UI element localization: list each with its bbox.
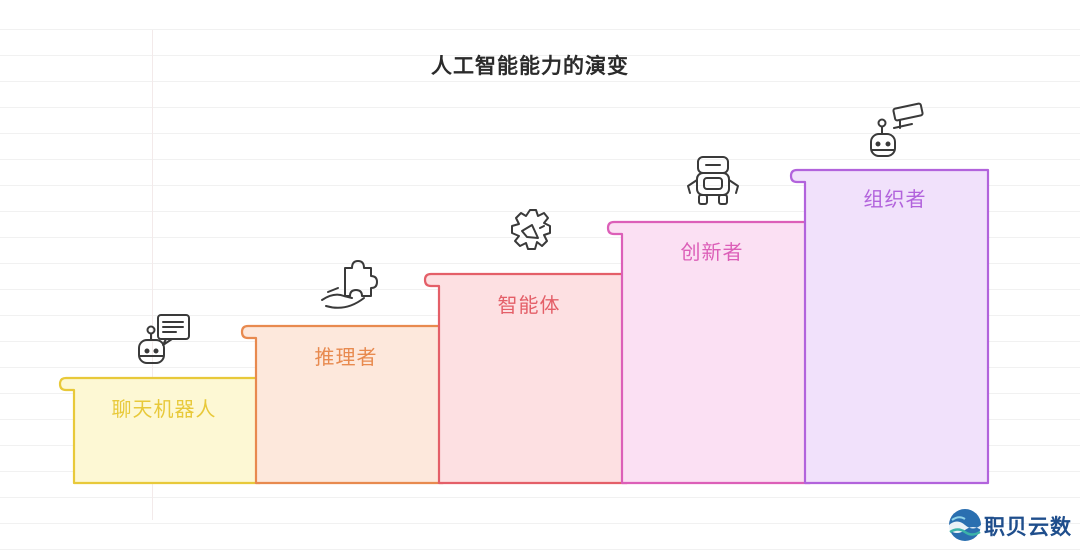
diagram-title: 人工智能能力的演变 [431, 54, 629, 78]
robot-cctv-camera-icon [870, 102, 924, 157]
watermark-text: 职贝云数 [984, 515, 1072, 539]
watermark: 职贝云数 [948, 506, 1076, 546]
hand-puzzle-piece-icon [321, 260, 378, 309]
step-block-reasoner [240, 324, 445, 485]
step-label-innovator: 创新者 [680, 240, 744, 264]
step-label-chatbot: 聊天机器人 [111, 397, 217, 421]
step-label-agent: 智能体 [497, 293, 561, 317]
step-block-chatbot [58, 376, 262, 485]
step-block-organizer [789, 168, 990, 485]
step-label-organizer: 组织者 [863, 187, 927, 211]
step-label-reasoner: 推理者 [314, 345, 378, 369]
step-block-agent [423, 272, 629, 485]
robot-icon [687, 156, 739, 205]
chatbot-speech-bubble-icon [138, 314, 190, 364]
wave-globe-logo-icon [949, 509, 981, 541]
step-block-innovator [606, 220, 812, 485]
gear-megaphone-icon [511, 209, 551, 250]
margin-line [152, 30, 153, 520]
